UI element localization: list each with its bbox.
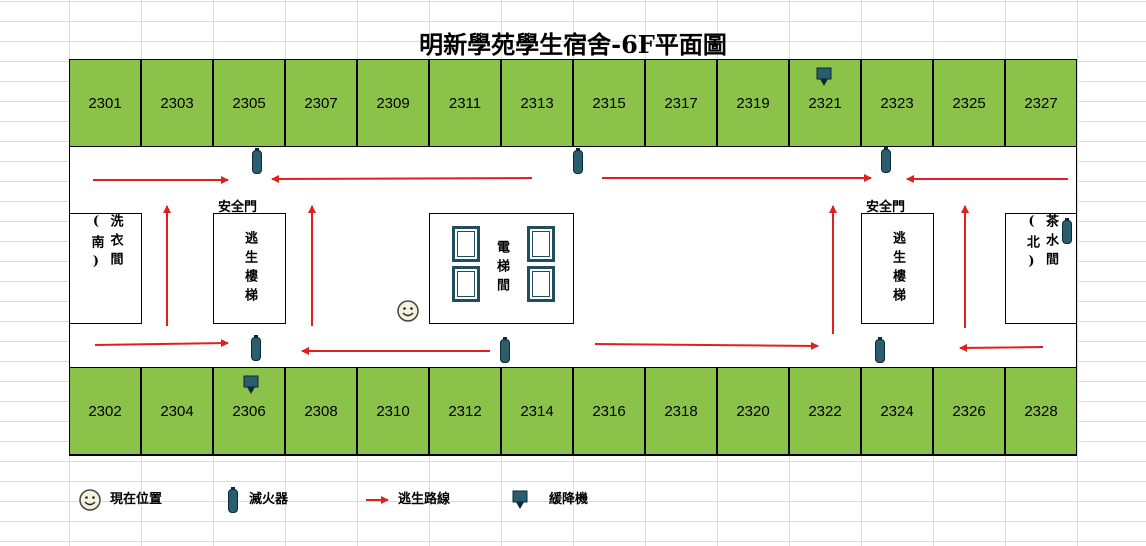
room-top: 2325 — [933, 59, 1005, 147]
legend-extinguisher: 滅火器 — [249, 492, 289, 507]
room-bottom: 2314 — [501, 367, 573, 455]
escape-arrow — [959, 343, 1044, 352]
elevator-car — [452, 266, 480, 302]
floor-plan-title: 明新學苑學生宿舍-6F平面圖 — [419, 30, 727, 59]
room-top: 2301 — [69, 59, 141, 147]
elevator-car — [527, 226, 555, 262]
room-top: 2315 — [573, 59, 645, 147]
fire-extinguisher-icon — [875, 337, 885, 363]
room-top: 2303 — [141, 59, 213, 147]
room-top: 2307 — [285, 59, 357, 147]
fire-extinguisher-icon — [1062, 218, 1072, 244]
fire-extinguisher-icon — [573, 148, 583, 174]
room-top: 2311 — [429, 59, 501, 147]
fire-extinguisher-icon — [251, 335, 261, 361]
room-top: 2305 — [213, 59, 285, 147]
room-bottom: 2312 — [429, 367, 501, 455]
fire-extinguisher-icon — [881, 147, 891, 173]
legend-current-position: 現在位置 — [110, 492, 163, 507]
room-bottom: 2326 — [933, 367, 1005, 455]
fire-extinguisher-icon — [252, 148, 262, 174]
left-escape-stair: 逃生樓梯 — [213, 213, 286, 324]
right-escape-stair: 逃生樓梯 — [861, 213, 934, 324]
room-bottom: 2322 — [789, 367, 861, 455]
laundry-room: 洗衣間(南) — [69, 213, 142, 324]
room-bottom: 2316 — [573, 367, 645, 455]
descender-icon — [816, 67, 832, 86]
elevator-car — [527, 266, 555, 302]
escape-arrow — [271, 174, 533, 183]
room-top: 2317 — [645, 59, 717, 147]
room-top: 2319 — [717, 59, 789, 147]
left-escape-stair-label: 逃生樓梯 — [242, 230, 257, 307]
room-top: 2327 — [1005, 59, 1077, 147]
escape-arrow — [94, 339, 229, 348]
right-escape-stair-label: 逃生樓梯 — [890, 230, 905, 307]
tea-room-label: 茶水間(北) — [1024, 214, 1058, 275]
laundry-room-label: 洗衣間(南) — [88, 214, 123, 275]
elevator-hall-label: 電梯間 — [494, 240, 509, 297]
safety-door-label-right: 安全門 — [866, 200, 906, 215]
escape-arrow — [594, 341, 819, 350]
room-bottom: 2302 — [69, 367, 141, 455]
legend-escape-route: 逃生路線 — [398, 492, 451, 507]
room-bottom: 2320 — [717, 367, 789, 455]
legend-smiley-icon — [79, 489, 101, 511]
legend-descender-icon — [512, 490, 528, 509]
descender-icon — [243, 375, 259, 394]
room-top: 2323 — [861, 59, 933, 147]
room-top: 2313 — [501, 59, 573, 147]
legend-fire-extinguisher-icon — [228, 487, 238, 513]
elevator-car — [452, 226, 480, 262]
fire-extinguisher-icon — [500, 337, 510, 363]
legend-descender: 緩降機 — [549, 492, 589, 507]
room-bottom: 2308 — [285, 367, 357, 455]
room-top: 2309 — [357, 59, 429, 147]
safety-door-label-left: 安全門 — [218, 200, 258, 215]
room-bottom: 2328 — [1005, 367, 1077, 455]
room-bottom: 2318 — [645, 367, 717, 455]
room-bottom: 2304 — [141, 367, 213, 455]
room-bottom: 2324 — [861, 367, 933, 455]
room-bottom: 2310 — [357, 367, 429, 455]
current-position-smiley-icon — [397, 300, 419, 322]
